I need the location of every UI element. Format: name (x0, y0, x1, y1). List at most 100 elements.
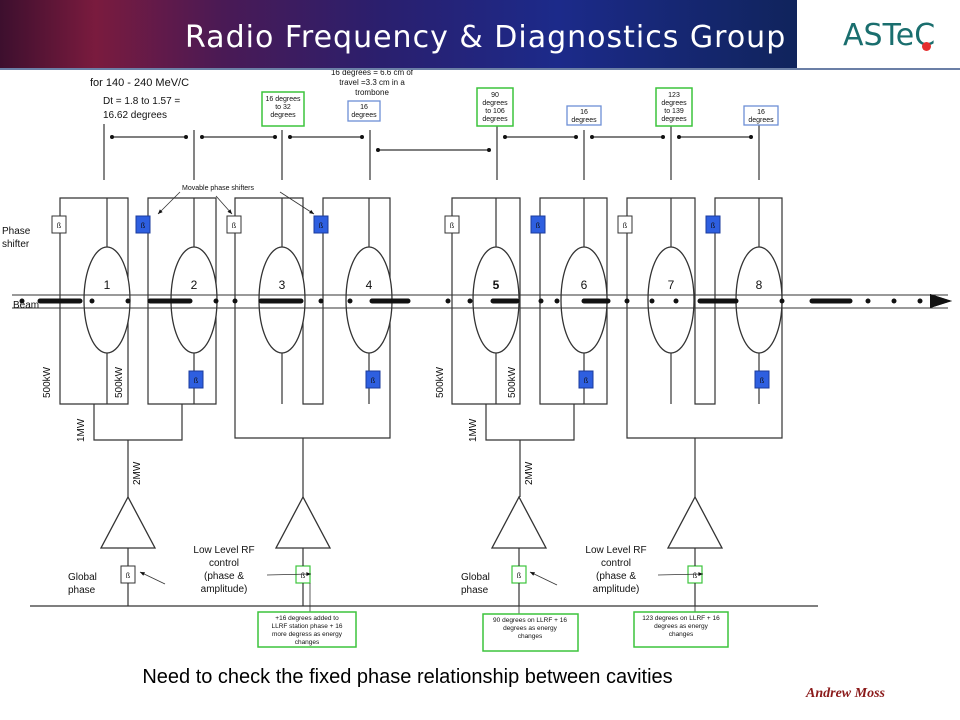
beam-dot-6 (318, 298, 324, 304)
llrf-label-2: (phase & (596, 571, 636, 582)
trombone-note: travel =3.3 cm in a (339, 78, 405, 87)
pointer-global-1 (139, 571, 166, 585)
waveguide-upper-7 (626, 197, 696, 310)
pointer-global-1-head-icon (140, 572, 145, 576)
blue-note-top-1-text: 16 (360, 104, 368, 111)
green-note-top-2-text: degrees (482, 116, 508, 123)
llrf-label-2: control (601, 558, 631, 569)
waveguide-lower-6 (303, 310, 391, 439)
logo-dot (922, 42, 931, 51)
green-note-top-3-text: degrees (661, 100, 687, 107)
pointer-global-2 (529, 571, 558, 586)
global-phase-shifter-2-glyph: ß (517, 573, 521, 580)
phase-shifter-lower-2 (365, 370, 381, 389)
phase-shifter-lower-3 (578, 370, 594, 389)
pointer-movable-1-head-icon (158, 209, 163, 214)
phase-shifter-lower-4-glyph: ß (760, 378, 764, 385)
cavity-7 (647, 246, 695, 354)
llrf-label-2: Low Level RF (585, 545, 646, 556)
phase-shifter-upper-6-glyph: ß (536, 223, 540, 230)
beam-dot-19 (917, 298, 923, 304)
llrf-shifter-2-glyph: ß (693, 573, 697, 580)
waveguide-lower-13 (485, 404, 575, 441)
waveguide-upper-4 (322, 197, 391, 310)
timing-span-end-2 (273, 135, 277, 139)
timing-span-end-4 (487, 148, 491, 152)
power-label-2mw-1: 2MW (132, 461, 143, 485)
phase-shifter-upper-4-glyph: ß (319, 223, 323, 230)
blue-note-top-2-text: degrees (571, 117, 597, 124)
beam-dot-9 (445, 298, 451, 304)
phase-shifter-label: Phase (2, 226, 31, 237)
beam-dot-11 (538, 298, 544, 304)
trombone-note: 16 degrees = 6.6 cm of (331, 70, 414, 77)
green-note-bottom-1 (257, 611, 357, 648)
beam-dot-3 (125, 298, 131, 304)
logo-area (797, 0, 960, 68)
green-note-bottom-2 (482, 613, 579, 652)
power-label-1mw-2: 1MW (468, 418, 479, 442)
green-note-bottom-2-text: 90 degrees on LLRF + 16 (493, 617, 567, 624)
blue-note-top-2 (566, 105, 602, 126)
waveguide-upper-5 (451, 197, 521, 310)
waveguide-lower-5 (302, 310, 324, 405)
phase-shifter-upper-8-glyph: ß (711, 223, 715, 230)
pointer-movable-2-head-icon (227, 209, 232, 214)
timing-span-start-2 (200, 135, 204, 139)
beam-dot-13 (624, 298, 630, 304)
timing-span-start-3 (288, 135, 292, 139)
pointer-llrf-2-head-icon (698, 572, 703, 577)
beam-dot-5 (232, 298, 238, 304)
global-phase-label-2: phase (461, 585, 489, 596)
header-background (0, 0, 797, 68)
beam-dot-15 (673, 298, 679, 304)
llrf-label-1: control (209, 558, 239, 569)
beam-dot-12 (554, 298, 560, 304)
waveguide-lower-11 (695, 310, 783, 439)
waveguide-lower-9 (626, 310, 695, 439)
power-label-500kw-3: 500kW (435, 366, 446, 398)
green-note-top-1 (261, 91, 305, 127)
phase-shifter-lower-2-glyph: ß (371, 378, 375, 385)
green-note-bottom-2-text: changes (518, 633, 543, 640)
green-note-bottom-1-text: more degress as energy (272, 631, 343, 638)
amplifier-icon-4 (666, 495, 724, 549)
pointer-llrf-1 (266, 573, 312, 576)
green-note-top-3-text: to 139 (664, 108, 684, 115)
blue-note-top-3 (743, 105, 779, 126)
pointer-movable-3 (279, 191, 315, 215)
timing-span-start-7 (677, 135, 681, 139)
waveguide-lower-4 (234, 404, 303, 439)
waveguide-upper-8 (714, 197, 783, 310)
header-banner: Radio Frequency & Diagnostics Group ASTe… (0, 0, 960, 70)
green-note-top-1-text: degrees (270, 112, 296, 119)
momentum-range-label: for 140 - 240 MeV/C (90, 77, 189, 89)
timing-span-end-7 (749, 135, 753, 139)
green-note-top-2-text: degrees (482, 100, 508, 107)
header-rule (0, 68, 960, 70)
green-note-bottom-3-text: degrees as energy (654, 623, 709, 630)
cavity-number-1: 1 (104, 278, 111, 292)
blue-note-top-2-text: 16 (580, 109, 588, 116)
waveguide-upper-6 (539, 197, 608, 310)
blue-note-top-1 (347, 100, 381, 122)
amplifier-icon-1 (99, 495, 157, 549)
beam-arrow-front-icon (930, 294, 952, 308)
llrf-label-2: amplitude) (593, 584, 640, 595)
phase-shifter-upper-1 (51, 215, 67, 234)
global-phase-label-1: Global (68, 572, 97, 583)
cavity-number-3: 3 (279, 278, 286, 292)
phase-shifter-upper-3 (226, 215, 242, 234)
cavity-number-2: 2 (191, 278, 198, 292)
phase-shifter-upper-8 (705, 215, 721, 234)
dt-label-line2: 16.62 degrees (103, 110, 167, 121)
timing-span-start-5 (503, 135, 507, 139)
phase-shifter-upper-7-glyph: ß (623, 223, 627, 230)
phase-shifter-upper-5 (444, 215, 460, 234)
waveguide-upper-1 (59, 197, 129, 310)
pointer-movable-1 (157, 191, 181, 215)
green-note-top-2-text: to 106 (485, 108, 505, 115)
timing-span-start-4 (376, 148, 380, 152)
beam-dot-18 (891, 298, 897, 304)
